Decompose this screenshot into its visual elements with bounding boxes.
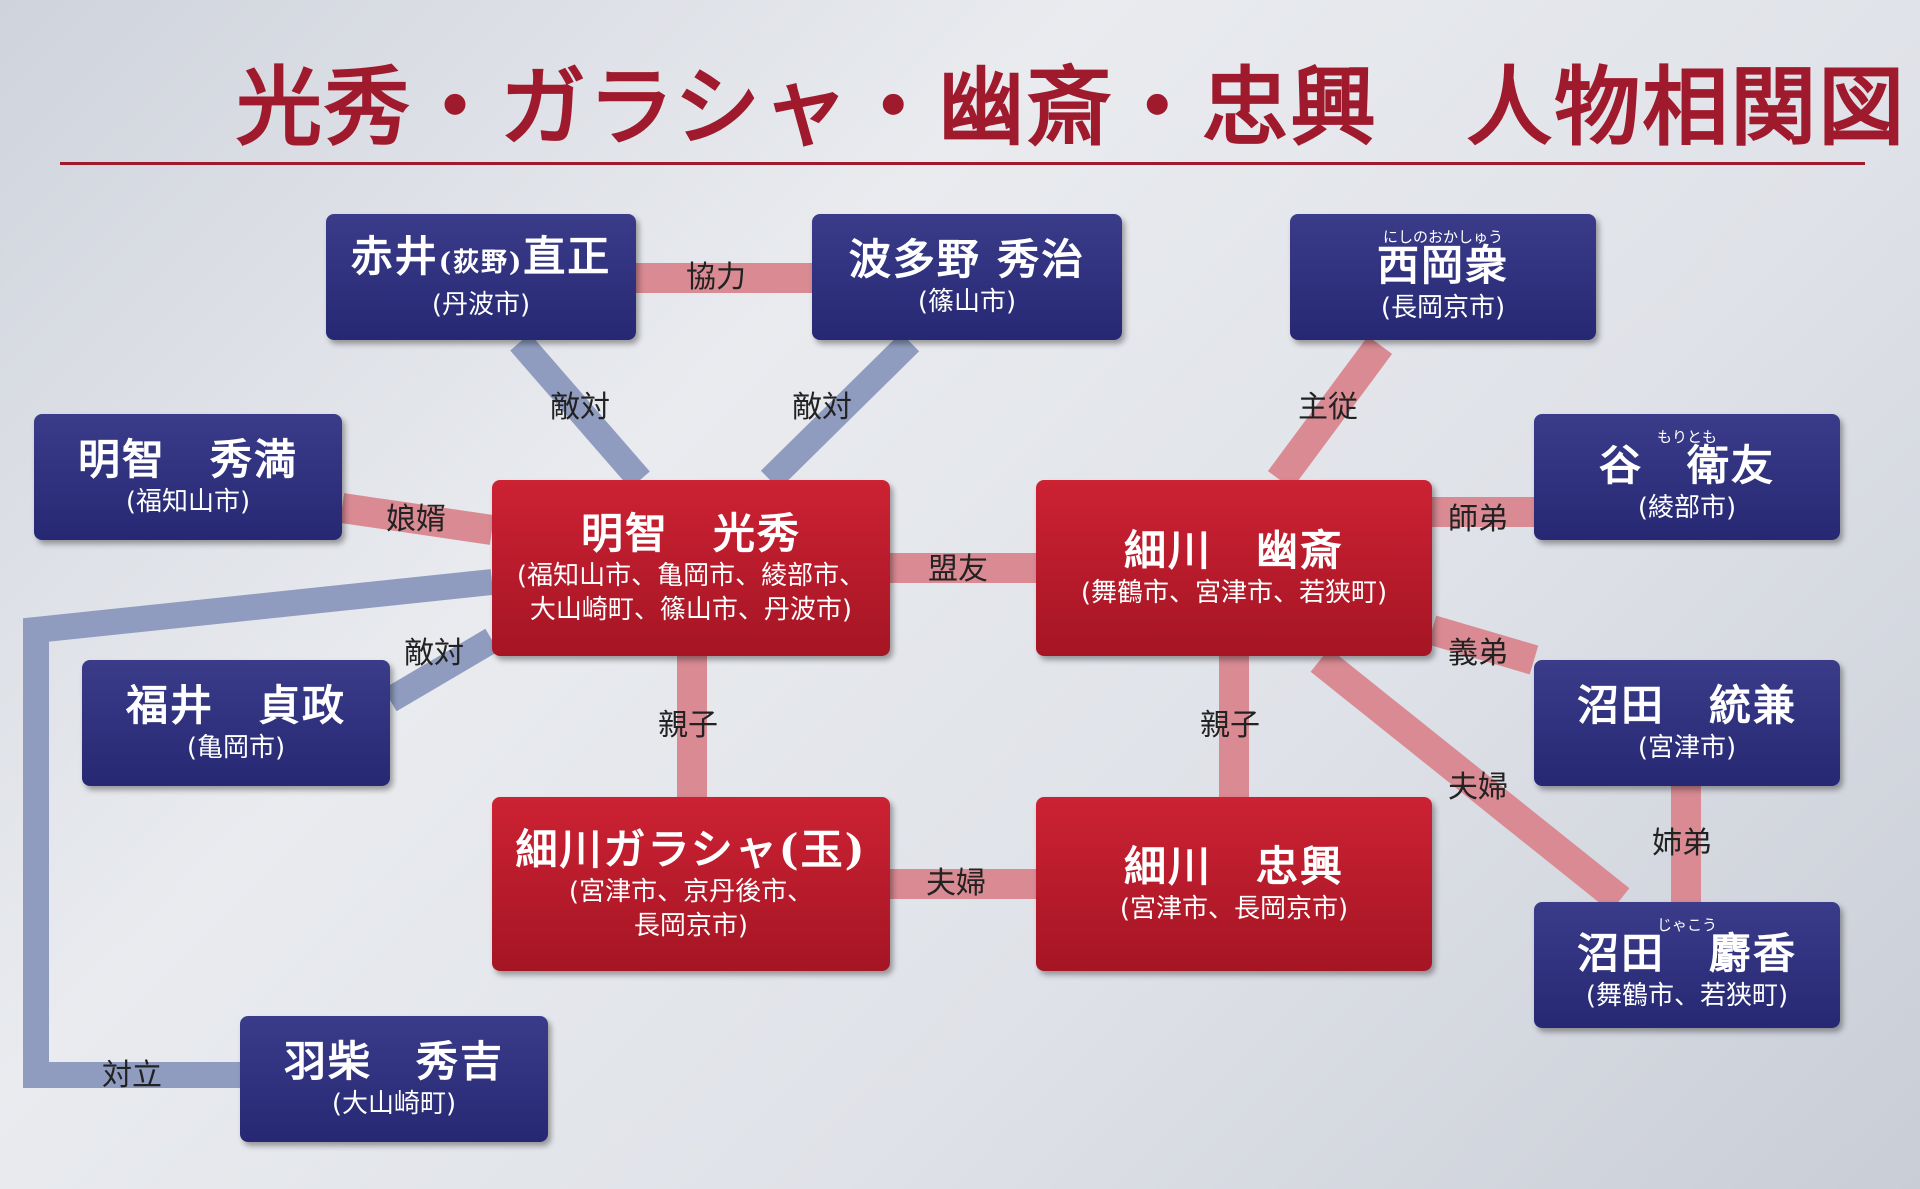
link-hostile-2 [760,332,920,490]
person-hosokawa-gracia: 細川ガラシャ(玉) (宮津市、京丹後市、 長岡京市) [492,797,890,971]
person-name: 明智 秀満 [77,435,298,484]
person-location-line1: (福知山市、亀岡市、綾部市、 [516,561,866,591]
relation-label-married: 夫婦 [926,866,986,901]
relation-label-siblings: 姉弟 [1652,826,1712,861]
diagram-title: 光秀・ガラシャ・幽斎・忠興 人物相関図 [236,58,1907,158]
person-location: (福知山市) [125,487,251,517]
person-name: 羽柴 秀吉 [283,1037,504,1086]
person-hosokawa-yusai: 細川 幽斎 (舞鶴市、宮津市、若狭町) [1036,480,1432,656]
person-nishioka-shu: にしのおかしゅう 西岡衆 (長岡京市) [1290,214,1596,340]
person-numata-munekane: 沼田 統兼 (宮津市) [1534,660,1840,786]
link-hostile-1 [510,333,650,489]
person-hosokawa-tadaoki: 細川 忠興 (宮津市、長岡京市) [1036,797,1432,971]
person-name: 沼田 統兼 [1576,681,1797,730]
relation-label-rivalry: 対立 [102,1058,162,1093]
person-name: 細川 幽斎 [1123,526,1344,575]
person-location: (長岡京市) [1380,293,1506,323]
person-reading: もりとも [1656,428,1717,446]
person-name: 福井 貞政 [125,681,346,730]
person-location: (舞鶴市、宮津市、若狭町) [1080,578,1388,608]
person-akai-naomasa: 赤井(荻野)直正 (丹波市) [326,214,636,340]
relation-label-hostile: 敵対 [550,390,610,425]
person-location: (篠山市) [917,287,1017,317]
link-son-in-law [339,493,495,545]
person-name: 明智 光秀 [580,509,801,558]
person-location: (舞鶴市、若狭町) [1585,981,1789,1011]
relation-label-son-in-law: 娘婿 [386,502,446,537]
person-location: (綾部市) [1637,493,1737,523]
link-hostile-3 [383,628,499,712]
person-location: (丹波市) [431,290,531,320]
link-married-2 [1310,648,1630,912]
relation-label-hostile: 敵対 [792,390,852,425]
link-brother-in-law [1427,615,1539,675]
person-name: 波多野 秀治 [848,235,1086,284]
person-location: (亀岡市) [186,733,286,763]
person-name: 西岡衆 [1376,241,1509,290]
relation-label-brother-in-law: 義弟 [1448,636,1508,671]
relation-label-ally: 盟友 [928,552,988,587]
relation-label-parent-child: 親子 [658,708,718,743]
relation-label-parent-child: 親子 [1200,708,1260,743]
person-reading: にしのおかしゅう [1382,228,1503,246]
link-rivalry [23,569,494,1088]
person-tani-moritomo: もりとも 谷 衛友 (綾部市) [1534,414,1840,540]
person-location: (宮津市、長岡京市) [1119,894,1349,924]
relation-label-cooperation: 協力 [686,260,746,295]
person-name: 赤井(荻野)直正 [350,232,612,281]
relation-label-hostile: 敵対 [404,636,464,671]
person-location: (宮津市) [1637,733,1737,763]
person-fukui-sadamasa: 福井 貞政 (亀岡市) [82,660,390,786]
person-location-line1: (宮津市、京丹後市、 [568,877,814,907]
person-reading: じゃこう [1656,916,1717,934]
person-numata-jako: じゃこう 沼田 麝香 (舞鶴市、若狭町) [1534,902,1840,1028]
person-hatano-hideharu: 波多野 秀治 (篠山市) [812,214,1122,340]
link-master-servant [1267,336,1393,489]
relation-label-married: 夫婦 [1448,770,1508,805]
person-name: 沼田 麝香 [1576,929,1797,978]
person-akechi-hidemitsu: 明智 秀満 (福知山市) [34,414,342,540]
person-location-line2: 大山崎町、篠山市、丹波市) [529,595,853,625]
person-name: 細川ガラシャ(玉) [515,825,867,874]
person-hashiba-hideyoshi: 羽柴 秀吉 (大山崎町) [240,1016,548,1142]
person-name: 谷 衛友 [1598,441,1775,490]
person-name: 細川 忠興 [1123,842,1344,891]
relation-label-teacher-student: 師弟 [1448,502,1508,537]
person-location-line2: 長岡京市) [633,911,749,941]
person-akechi-mitsuhide: 明智 光秀 (福知山市、亀岡市、綾部市、 大山崎町、篠山市、丹波市) [492,480,890,656]
title-underline [60,162,1865,165]
person-location: (大山崎町) [331,1089,457,1119]
relation-label-master-servant: 主従 [1298,390,1358,425]
